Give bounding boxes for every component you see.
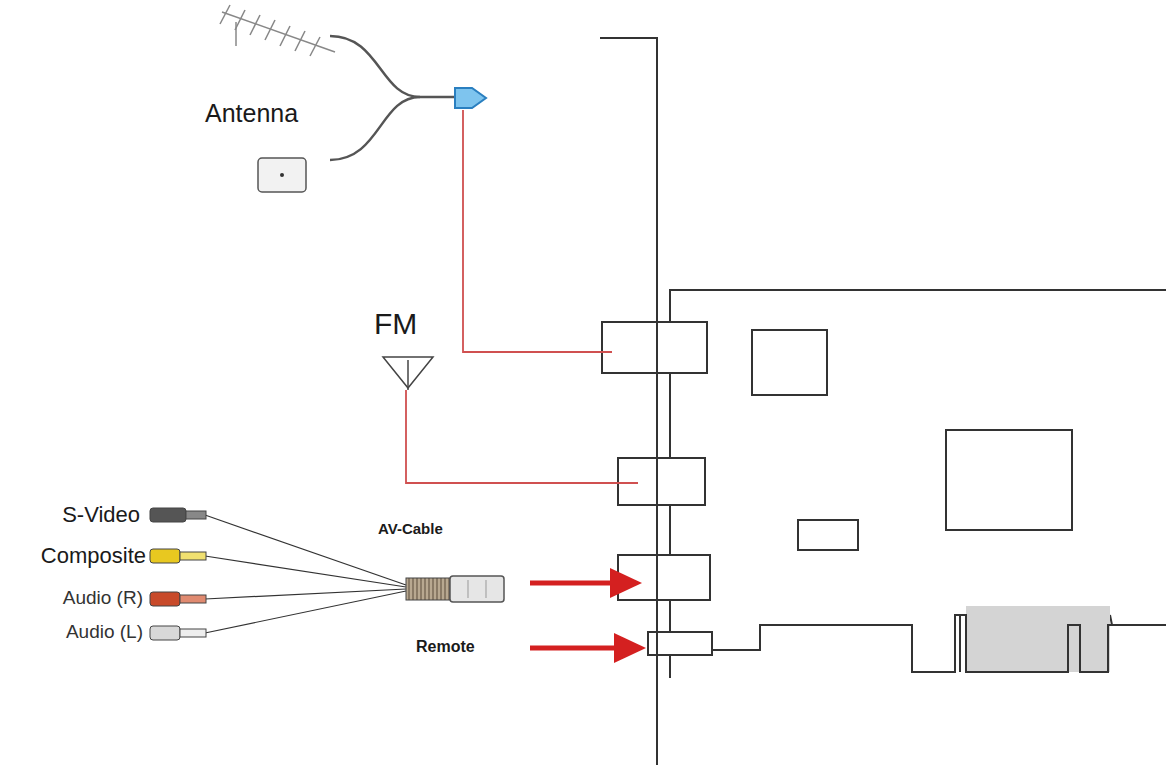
connector-label: S-Video xyxy=(62,503,140,527)
connector-label: Composite xyxy=(41,544,146,568)
connector-label: Audio (L) xyxy=(66,622,143,643)
antenna-label: Antenna xyxy=(205,100,298,128)
av-cable-connector xyxy=(406,576,504,602)
av-cable-wires xyxy=(205,515,406,633)
fm-label: FM xyxy=(374,307,417,340)
fm-antenna-icon xyxy=(383,357,433,390)
antenna-icon xyxy=(220,5,335,56)
insert-arrows xyxy=(530,568,646,663)
connector-label: Audio (R) xyxy=(63,588,143,609)
coax-plug xyxy=(455,88,486,108)
wall-socket-icon xyxy=(258,158,306,192)
signal-wires xyxy=(406,110,638,483)
card-outline xyxy=(670,290,1166,678)
antenna-cables xyxy=(330,36,455,160)
rca-plugs xyxy=(150,508,206,640)
card-chips xyxy=(752,330,1072,550)
port-label: Remote xyxy=(416,638,475,656)
cable-label: AV-Cable xyxy=(378,521,443,538)
edge-connector xyxy=(960,606,1112,672)
